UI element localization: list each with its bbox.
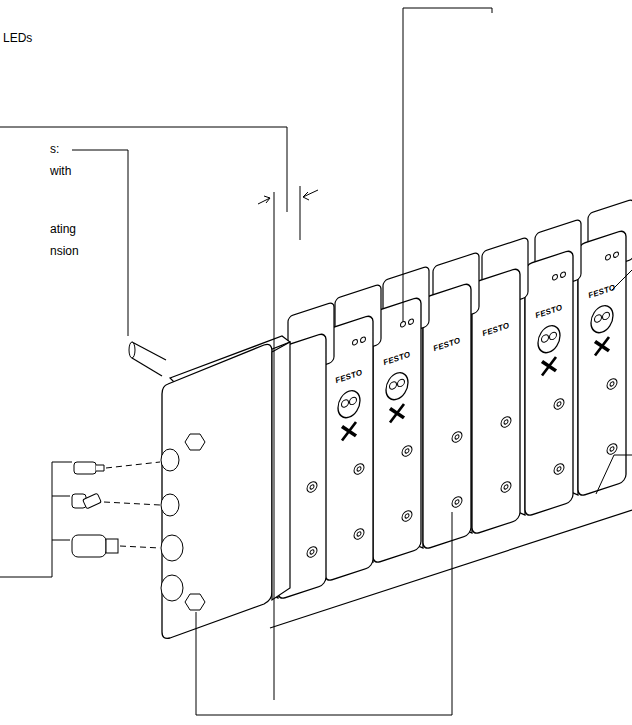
- line-art: [106, 539, 118, 553]
- brand-label: FESTO: [587, 284, 616, 300]
- line-art: [162, 344, 272, 638]
- line-art: [185, 594, 205, 610]
- line-art: [132, 358, 162, 376]
- line-art: [403, 8, 492, 322]
- line-art: [132, 342, 166, 360]
- valve-modules: [270, 199, 632, 603]
- brand-label: FESTO: [481, 322, 510, 338]
- line-art: [303, 190, 318, 200]
- line-art: [185, 434, 205, 450]
- line-art: [270, 302, 334, 603]
- line-art: [96, 465, 104, 471]
- line-art: [83, 493, 102, 509]
- line-art: [161, 575, 183, 601]
- line-art: [129, 342, 135, 358]
- line-art: [0, 127, 287, 212]
- leader-lines: [0, 8, 632, 715]
- line-art: [258, 196, 270, 204]
- brand-label: FESTO: [432, 337, 461, 353]
- line-art: [104, 462, 160, 548]
- end-plate: [161, 336, 290, 638]
- brand-label: FESTO: [534, 304, 563, 320]
- base-plate-edge: [270, 510, 632, 628]
- line-art: [74, 462, 96, 474]
- callout-text: LEDs: [3, 32, 32, 44]
- line-art: [161, 535, 183, 561]
- line-art: [300, 186, 301, 240]
- fittings: [72, 462, 160, 557]
- brand-label: FESTO: [382, 351, 411, 367]
- line-art: [161, 494, 179, 516]
- line-art: [596, 455, 632, 494]
- callout-text: with: [50, 165, 71, 177]
- line-art: [272, 342, 290, 600]
- line-art: [72, 150, 128, 336]
- tube: [129, 342, 166, 376]
- line-art: [72, 535, 106, 557]
- brand-label: FESTO: [334, 369, 363, 385]
- line-art: [161, 449, 179, 471]
- callout-text: ating: [50, 223, 76, 235]
- callout-text: s:: [50, 143, 59, 155]
- line-art: [0, 462, 72, 577]
- line-art: [196, 512, 452, 715]
- callout-text: nsion: [50, 245, 79, 257]
- line-art: [274, 192, 275, 700]
